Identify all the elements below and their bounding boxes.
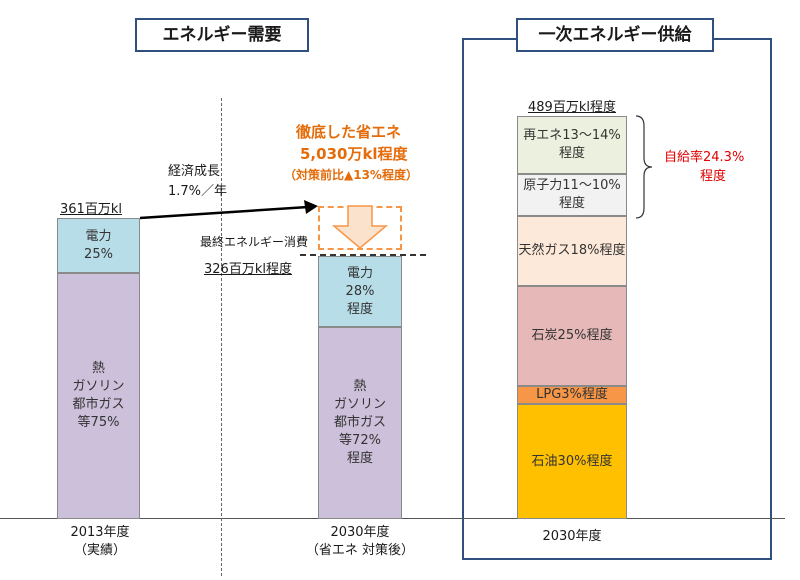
bar-2030-heat-text-2: 都市ガス [333, 415, 386, 430]
bar-2030-heat: 熱ガソリン都市ガス等72% 程度 [318, 327, 402, 519]
caption-2013-line1: 2013年度 [70, 525, 130, 540]
self-sufficiency-label-2: 程度 [700, 169, 727, 184]
total-2013-label: 361百万kl [60, 202, 122, 217]
demand-title: エネルギー需要 [135, 18, 309, 52]
bar-2013-electricity: 電力 25% [57, 218, 140, 273]
bar-supply-oil-text-0: 石油30%程度 [531, 453, 613, 469]
bar-supply-renewables-text-0: 再エネ13～14% [523, 128, 621, 143]
bar-supply-nuclear: 原子力11～10% 程度 [517, 174, 627, 216]
bar-supply-nuclear-text-1: 程度 [558, 196, 585, 211]
bar-2030-electricity: 電力 28% 程度 [318, 256, 402, 327]
bar-2013-heat-text-2: 都市ガス [72, 397, 125, 412]
bar-2013-heat-text-0: 熱 [91, 361, 105, 376]
growth-label-2: 1.7%／年 [168, 184, 228, 199]
bar-supply-lpg: LPG3%程度 [517, 386, 627, 404]
bar-supply-coal-text-0: 石炭25%程度 [531, 328, 613, 343]
bar-2030-heat-text-0: 熱 [353, 379, 367, 394]
down-arrow-icon [331, 205, 389, 249]
bar-supply-nuclear-text-0: 原子力11～10% [523, 178, 621, 193]
bar-supply-oil: 石油30%程度 [517, 404, 627, 519]
caption-2030-demand: 2030年度 （省エネ 対策後） [290, 524, 430, 560]
final-consumption-line [300, 254, 426, 256]
bar-2030-heat-text-4: 程度 [346, 451, 373, 466]
total-2030-demand-label: 326百万kl程度 [204, 262, 292, 277]
bar-2013-electricity-text-1: 25% [84, 246, 113, 262]
caption-2013: 2013年度 （実績） [40, 524, 160, 560]
bar-supply-renewables-text-1: 程度 [558, 146, 585, 161]
saving-label-1: 徹底した省エネ [296, 123, 402, 141]
bar-2030-electricity-text-1: 28% [345, 283, 375, 299]
bar-2030-electricity-text-2: 程度 [346, 301, 373, 317]
bar-supply-renewables: 再エネ13～14% 程度 [517, 116, 627, 174]
bar-2013-heat-text-3: 等75% [77, 415, 120, 430]
caption-2030-demand-line2: （省エネ 対策後） [305, 543, 415, 558]
separator-line [221, 98, 222, 576]
bar-2030-heat-text-3: 等72% [339, 433, 381, 448]
saving-label-3: （対策前比▲13%程度） [284, 168, 418, 182]
final-consumption-label: 最終エネルギー消費 [200, 235, 309, 249]
brace-icon [635, 115, 653, 219]
bar-2030-heat-text-1: ガソリン [333, 397, 386, 412]
total-2030-supply-label: 489百万kl程度 [528, 100, 616, 115]
supply-title: 一次エネルギー供給 [516, 18, 714, 52]
caption-2030-supply-line1: 2030年度 [542, 529, 602, 544]
saving-label-2: 5,030万kl程度 [300, 145, 408, 163]
bar-2013-heat-text-1: ガソリン [72, 379, 125, 394]
bar-supply-natural-gas: 天然ガス18%程度 [517, 216, 627, 286]
growth-label-1: 経済成長 [168, 164, 221, 179]
self-sufficiency-label-1: 自給率24.3% [664, 150, 745, 165]
caption-2030-demand-line1: 2030年度 [330, 525, 390, 540]
caption-2013-line2: （実績） [73, 543, 126, 558]
bar-supply-coal: 石炭25%程度 [517, 286, 627, 386]
bar-2013-electricity-text-0: 電力 [85, 228, 112, 244]
caption-2030-supply: 2030年度 [512, 528, 632, 546]
bar-2030-electricity-text-0: 電力 [346, 265, 373, 281]
bar-2013-heat: 熱ガソリン都市ガス等75% [57, 273, 140, 519]
bar-supply-lpg-text-0: LPG3%程度 [536, 387, 608, 402]
bar-supply-natural-gas-text-0: 天然ガス18%程度 [518, 243, 626, 258]
